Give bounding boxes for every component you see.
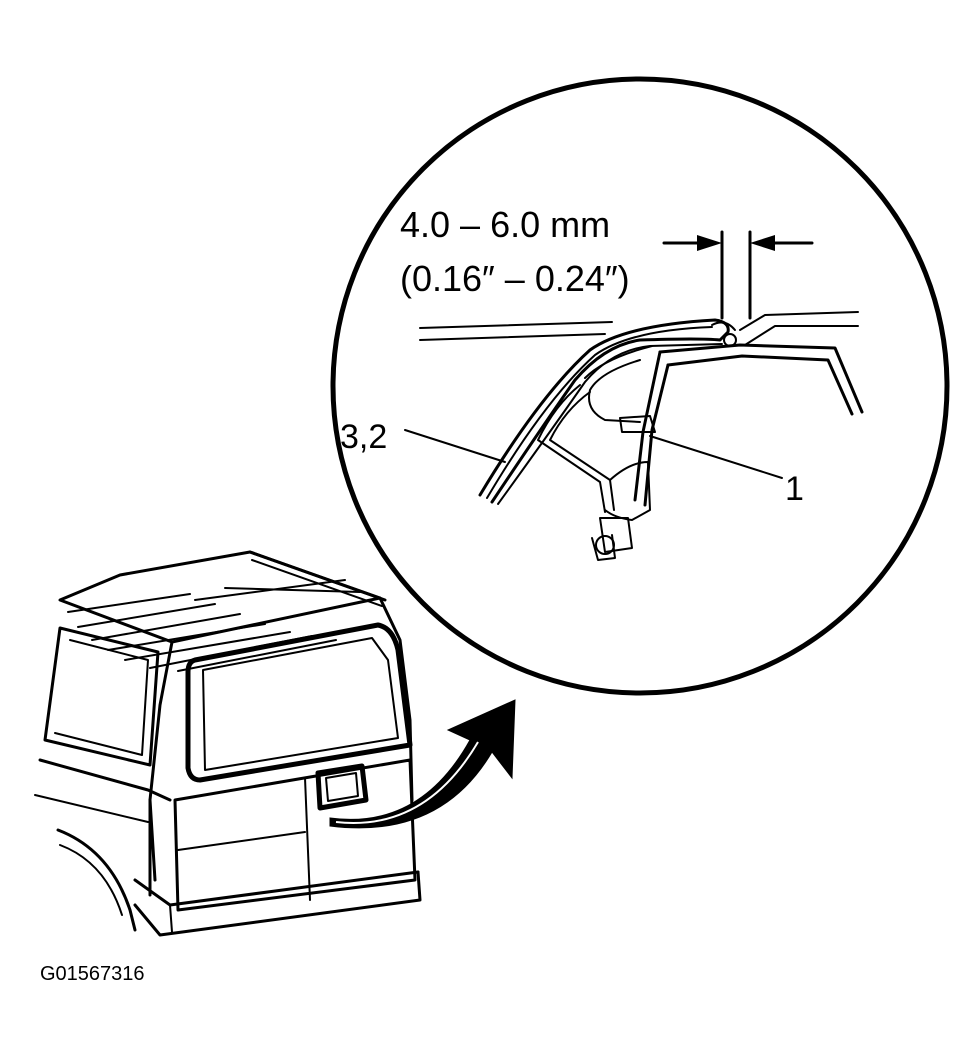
hinge-bracket [537,321,864,561]
detail-circle [330,76,950,696]
leader-line-bracket [649,435,783,479]
figure-id-label: G01567316 [40,963,145,985]
gap-dimension [662,230,814,320]
curved-arrow-icon [329,699,516,829]
glass-weatherstrip [478,318,730,505]
dimension-metric-label: 4.0 – 6.0 mm [400,204,610,245]
callout-seal-label: 3,2 [340,418,387,456]
callout-bracket-label: 1 [785,470,804,508]
detail-view [330,76,950,696]
van-illustration [34,550,422,937]
dimension-imperial-label: (0.16″ – 0.24″) [400,258,630,299]
leader-line-seal [404,429,506,463]
